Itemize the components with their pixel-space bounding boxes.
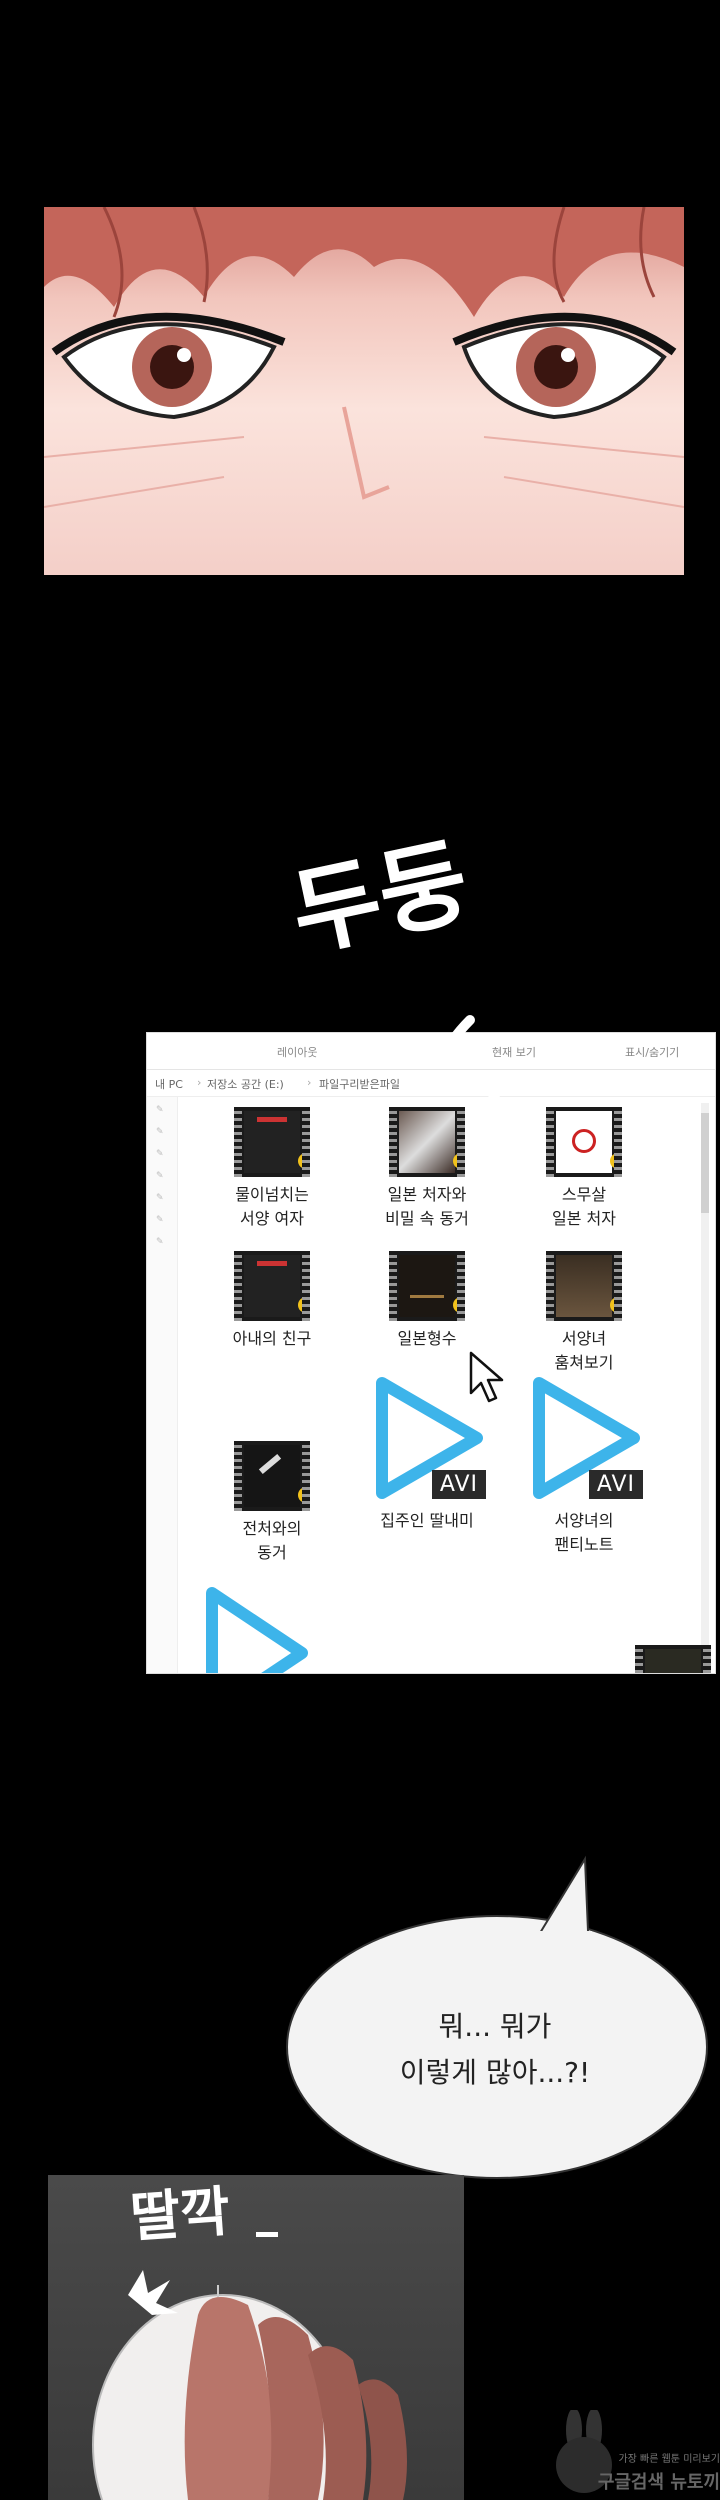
speech-line-2: 이렇게 많아...?! xyxy=(399,2056,591,2089)
mouse-cursor-icon xyxy=(469,1351,504,1403)
pin-icon: ✎ xyxy=(156,1215,164,1225)
file-item[interactable]: 아내의 친구 xyxy=(207,1251,337,1351)
play-icon xyxy=(206,1587,308,1673)
tab-current-view[interactable]: 현재 보기 xyxy=(492,1046,536,1059)
sfx-dash xyxy=(256,2232,278,2237)
sfx-emphasis-lines xyxy=(437,1015,505,1130)
video-thumbnail xyxy=(546,1107,622,1177)
file-name: 아내의 친구 xyxy=(232,1329,312,1348)
watermark-line-1: 가장 빠른 웹툰 미리보기 xyxy=(618,2454,720,2465)
file-explorer-window: 레이아웃 현재 보기 표시/숨기기 내 PC › 저장소 공간 (E:) › 파… xyxy=(146,1032,716,1674)
scrollbar[interactable] xyxy=(701,1103,709,1663)
video-thumbnail xyxy=(389,1107,465,1177)
play-icon xyxy=(533,1377,640,1499)
breadcrumb: 내 PC › 저장소 공간 (E:) › 파일구리받은파일 xyxy=(147,1070,715,1097)
play-icon xyxy=(453,1153,465,1169)
speech-bubble xyxy=(286,1915,708,2179)
play-icon xyxy=(610,1153,622,1169)
play-icon xyxy=(298,1487,310,1503)
play-icon xyxy=(298,1153,310,1169)
eyes-illustration xyxy=(44,207,684,508)
video-thumbnail xyxy=(234,1441,310,1511)
pin-icon: ✎ xyxy=(156,1237,164,1247)
pin-icon: ✎ xyxy=(156,1105,164,1115)
video-thumbnail xyxy=(234,1107,310,1177)
eyes-panel xyxy=(44,207,684,575)
avi-file-icon: AVI xyxy=(362,1373,492,1503)
avi-badge: AVI xyxy=(431,1470,486,1499)
sfx-ttalkkak: 딸깍 xyxy=(128,2179,232,2250)
breadcrumb-item-folder[interactable]: 파일구리받은파일 xyxy=(319,1078,400,1091)
watermark: 가장 빠른 웹툰 미리보기 구글검색 뉴토끼 xyxy=(540,2410,720,2500)
file-name: 일본형수 xyxy=(397,1329,457,1348)
watermark-line-2: 구글검색 뉴토끼 xyxy=(597,2472,720,2493)
pin-icon: ✎ xyxy=(156,1127,164,1137)
file-name: 집주인 딸내미 xyxy=(380,1511,474,1530)
pin-icon: ✎ xyxy=(156,1171,164,1181)
navigation-pane: ✎ ✎ ✎ ✎ ✎ ✎ ✎ xyxy=(147,1097,178,1673)
video-thumbnail xyxy=(546,1251,622,1321)
hand-on-mouse-illustration xyxy=(92,2270,407,2500)
video-thumbnail xyxy=(635,1645,711,1673)
video-thumbnail xyxy=(234,1251,310,1321)
avi-file-icon: AVI xyxy=(519,1373,649,1503)
play-icon xyxy=(453,1297,465,1313)
file-item[interactable]: AVI 집주인 딸내미 xyxy=(362,1373,492,1533)
speech-bubble-tail xyxy=(538,1855,592,1935)
speech-line-1: 뭐... 뭐가 xyxy=(438,2010,552,2043)
file-item[interactable]: 일본형수 xyxy=(362,1251,492,1351)
pin-icon: ✎ xyxy=(156,1193,164,1203)
scrollbar-thumb[interactable] xyxy=(701,1113,709,1213)
breadcrumb-item-drive[interactable]: 저장소 공간 (E:) xyxy=(207,1078,284,1091)
play-icon xyxy=(376,1377,483,1499)
hand-mouse-panel xyxy=(48,2175,464,2500)
speech-text: 뭐... 뭐가 이렇게 많아...?! xyxy=(286,2004,704,2096)
avi-badge: AVI xyxy=(588,1470,643,1499)
breadcrumb-item-my-pc[interactable]: 내 PC xyxy=(155,1078,183,1091)
rabbit-logo-icon xyxy=(556,2410,612,2493)
video-thumbnail xyxy=(389,1251,465,1321)
explorer-ribbon: 레이아웃 현재 보기 표시/숨기기 xyxy=(147,1033,715,1070)
chevron-right-icon: › xyxy=(197,1076,202,1089)
tab-layout[interactable]: 레이아웃 xyxy=(277,1046,318,1059)
tab-show-hide[interactable]: 표시/숨기기 xyxy=(625,1046,680,1059)
play-icon xyxy=(610,1297,622,1313)
chevron-right-icon: › xyxy=(307,1076,312,1089)
pin-icon: ✎ xyxy=(156,1149,164,1159)
sfx-dudung: 두둥 xyxy=(282,824,479,971)
play-icon xyxy=(298,1297,310,1313)
